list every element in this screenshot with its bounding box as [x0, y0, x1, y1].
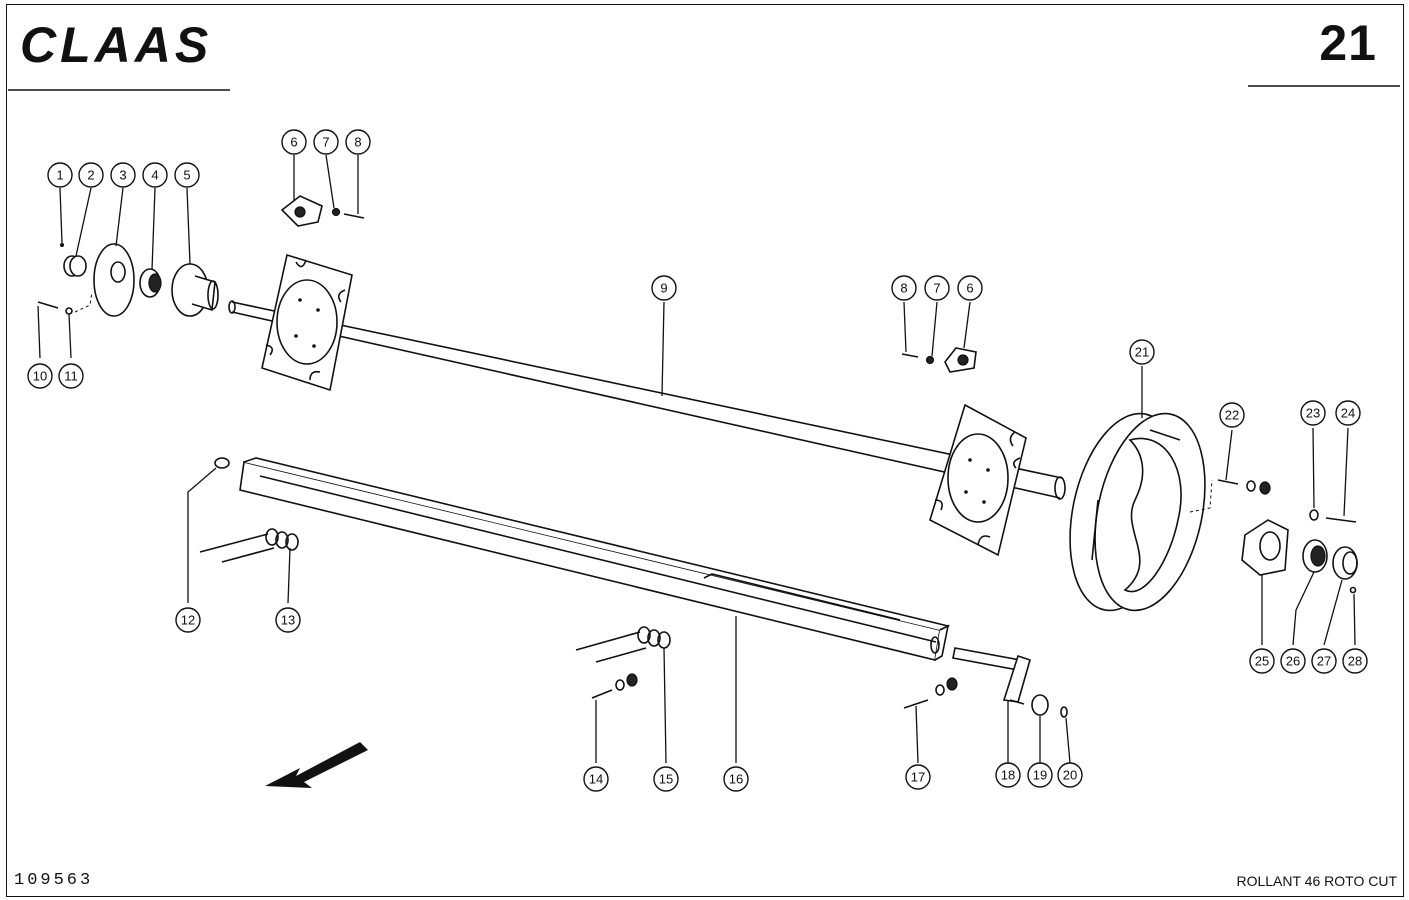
svg-text:1: 1: [56, 168, 63, 183]
callout-15: 15: [653, 766, 679, 792]
callout-5: 5: [174, 162, 200, 188]
spring-left: [199, 457, 299, 563]
knife-bar: [239, 457, 951, 661]
part-19-roller: [1031, 694, 1049, 716]
callout-7-right: 7: [924, 275, 950, 301]
part-27-collar: [1332, 546, 1358, 580]
svg-text:8: 8: [354, 135, 361, 150]
right-flange-plate: [929, 403, 1027, 557]
callout-16: 16: [723, 766, 749, 792]
svg-text:5: 5: [183, 168, 190, 183]
part-23-washer: [1309, 509, 1319, 521]
callout-18: 18: [995, 762, 1021, 788]
part-11-washer: [65, 307, 73, 315]
callout-6-right: 6: [957, 275, 983, 301]
direction-arrow-icon: [265, 742, 368, 788]
model-name: ROLLANT 46 ROTO CUT: [1236, 873, 1397, 889]
part-12-ring: [214, 457, 230, 469]
callout-14: 14: [583, 766, 609, 792]
callout-4: 4: [142, 162, 168, 188]
svg-text:17: 17: [911, 770, 925, 785]
claas-logo: CLAAS: [20, 20, 212, 68]
svg-text:15: 15: [659, 772, 673, 787]
part-25-bearing-housing: [1241, 519, 1289, 576]
svg-text:6: 6: [966, 281, 973, 296]
svg-text:19: 19: [1033, 768, 1047, 783]
page-number: 21: [1319, 15, 1377, 71]
svg-text:7: 7: [933, 281, 940, 296]
page-frame: [6, 4, 1404, 897]
left-bearing-parts: [37, 243, 219, 317]
lever-assembly: [903, 647, 1068, 718]
callout-20: 20: [1057, 762, 1083, 788]
left-bearing-block: [280, 195, 365, 227]
callout-24: 24: [1335, 400, 1361, 426]
callout-7-top-left: 7: [313, 129, 339, 155]
callout-23: 23: [1300, 400, 1326, 426]
spring-center: [575, 626, 671, 699]
callout-17: 17: [905, 764, 931, 790]
brand-text: CLAAS: [20, 20, 212, 68]
svg-text:9: 9: [660, 281, 667, 296]
cam-ring: [1069, 412, 1206, 612]
callout-11: 11: [58, 363, 84, 389]
callout-22: 22: [1219, 402, 1245, 428]
callout-19: 19: [1027, 762, 1053, 788]
callout-21: 21: [1129, 339, 1155, 365]
callout-28: 28: [1342, 648, 1368, 674]
callout-9: 9: [651, 275, 677, 301]
callout-25: 25: [1249, 648, 1275, 674]
svg-text:8: 8: [900, 281, 907, 296]
svg-text:28: 28: [1348, 654, 1362, 669]
callout-8-top-left: 8: [345, 129, 371, 155]
svg-text:24: 24: [1341, 406, 1355, 421]
left-flange-plate: [261, 253, 353, 392]
svg-text:4: 4: [151, 168, 158, 183]
shaft: [228, 300, 1066, 500]
svg-text:13: 13: [281, 613, 295, 628]
svg-text:16: 16: [729, 772, 743, 787]
callout-3: 3: [110, 162, 136, 188]
svg-text:18: 18: [1001, 768, 1015, 783]
callout-6-top-left: 6: [281, 129, 307, 155]
svg-text:27: 27: [1317, 654, 1331, 669]
callout-1: 1: [47, 162, 73, 188]
part-10-bolt: [37, 301, 59, 309]
callout-27: 27: [1311, 648, 1337, 674]
part-22-bolt: [1217, 479, 1239, 485]
right-bearing-block: [901, 347, 977, 373]
callout-2: 2: [78, 162, 104, 188]
svg-text:25: 25: [1255, 654, 1269, 669]
svg-text:3: 3: [119, 168, 126, 183]
svg-text:10: 10: [33, 369, 47, 384]
callout-26: 26: [1280, 648, 1306, 674]
part-1-grease-nipple: [60, 243, 64, 247]
svg-text:2: 2: [87, 168, 94, 183]
svg-text:22: 22: [1225, 408, 1239, 423]
svg-text:20: 20: [1063, 768, 1077, 783]
part-20-clip: [1060, 706, 1068, 718]
callout-12: 12: [175, 607, 201, 633]
svg-text:11: 11: [64, 369, 78, 384]
svg-text:23: 23: [1306, 406, 1320, 421]
part-28-screw: [1349, 586, 1357, 594]
svg-text:26: 26: [1286, 654, 1300, 669]
leader-lines: [37, 154, 1356, 764]
part-24-bolt: [1325, 517, 1357, 523]
svg-text:14: 14: [589, 772, 603, 787]
callout-8-right: 8: [891, 275, 917, 301]
right-bearing-parts: [1189, 479, 1358, 594]
svg-text:6: 6: [290, 135, 297, 150]
callout-13: 13: [275, 607, 301, 633]
svg-text:12: 12: [181, 613, 195, 628]
svg-text:21: 21: [1135, 345, 1149, 360]
callout-10: 10: [27, 363, 53, 389]
catalog-number: 109563: [14, 871, 94, 890]
svg-text:7: 7: [322, 135, 329, 150]
